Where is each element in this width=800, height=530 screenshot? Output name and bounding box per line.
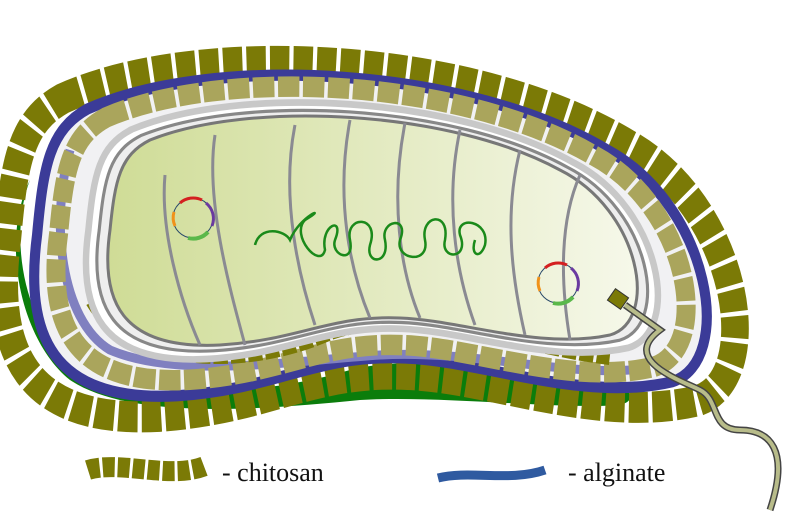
plasmid-right [536,261,580,306]
legend-chitosan-swatch [85,456,209,482]
chromosomal-dna [253,211,487,261]
plasmid-left [171,196,215,241]
cytoskeleton-filaments [162,119,582,346]
legend-chitosan-label: - chitosan [222,458,324,487]
flagellum [606,287,782,512]
legend-alginate-label: - alginate [568,458,666,487]
legend-alginate-swatch [436,465,547,483]
